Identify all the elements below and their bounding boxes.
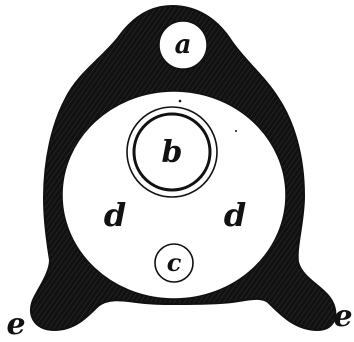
speck-top <box>179 100 182 103</box>
speck-right <box>235 130 237 132</box>
label-c: c <box>167 248 182 277</box>
label-a: a <box>175 30 192 60</box>
label-b: b <box>162 135 183 170</box>
label-e-left: e <box>6 307 25 342</box>
label-d-right: d <box>224 196 246 234</box>
label-d-left: d <box>104 196 126 234</box>
label-e-right: e <box>333 299 352 334</box>
